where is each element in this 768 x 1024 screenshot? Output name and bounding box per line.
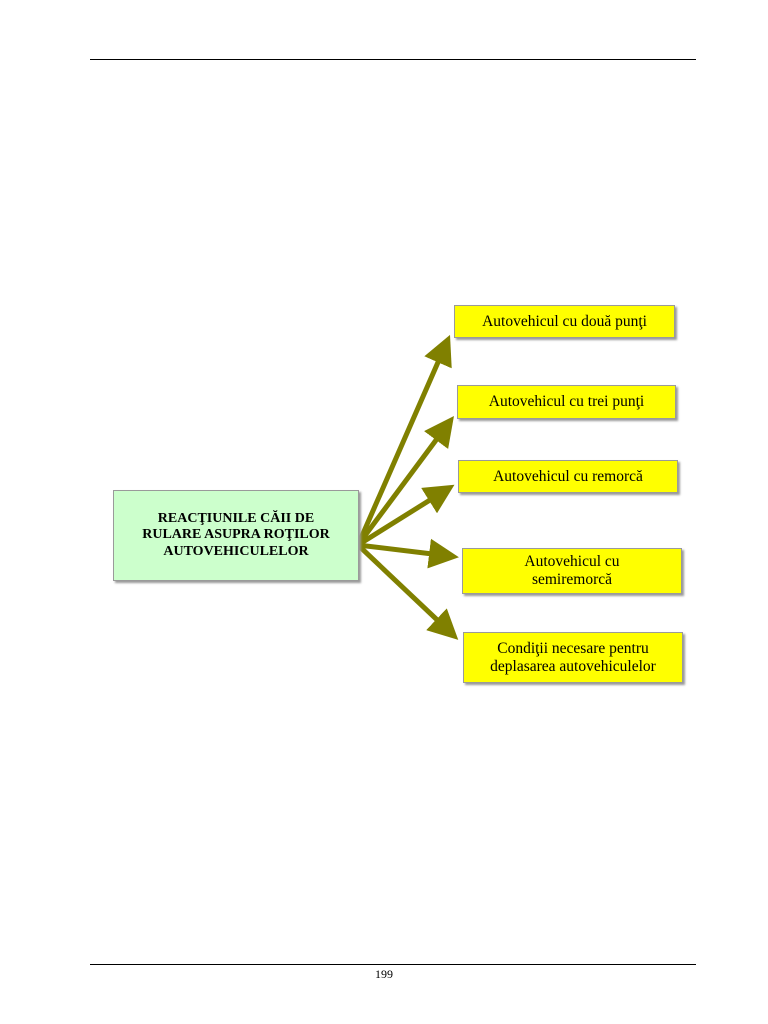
central-topic-line-3: AUTOVEHICULELOR [163, 543, 309, 559]
branch-label-line-2: deplasarea autovehiculelor [490, 657, 656, 675]
branch-box-semitrailer: Autovehicul cu semiremorcă [462, 548, 682, 594]
branch-box-two-axles: Autovehicul cu două punţi [454, 305, 675, 338]
branch-box-three-axles: Autovehicul cu trei punţi [457, 385, 676, 419]
central-topic-line-1: REACŢIUNILE CĂII DE [157, 511, 315, 527]
branch-label: Autovehicul cu trei punţi [488, 393, 645, 411]
branch-label: Autovehicul cu remorcă [493, 467, 643, 485]
page-number: 199 [375, 967, 393, 981]
arrow-to-branch-3 [356, 484, 455, 548]
branch-box-trailer: Autovehicul cu remorcă [458, 460, 678, 493]
footer-rule [90, 964, 696, 965]
branch-label-line-2: semiremorcă [531, 571, 613, 588]
central-topic-box: REACŢIUNILE CĂII DE RULARE ASUPRA ROŢILO… [113, 490, 359, 581]
arrow-to-branch-1 [355, 334, 452, 547]
central-topic-line-2: RULARE ASUPRA ROŢILOR [142, 527, 330, 543]
branch-label-line-1: Autovehicul cu [524, 553, 620, 571]
header-rule [90, 59, 696, 60]
branch-label-line-1: Condiţii necesare pentru [497, 639, 649, 657]
arrow-to-branch-2 [355, 415, 454, 547]
arrow-to-branch-5 [356, 543, 459, 640]
branch-label: Autovehicul cu două punţi [482, 312, 647, 330]
branch-box-conditions: Condiţii necesare pentru deplasarea auto… [463, 632, 683, 683]
arrow-to-branch-4 [357, 538, 459, 569]
